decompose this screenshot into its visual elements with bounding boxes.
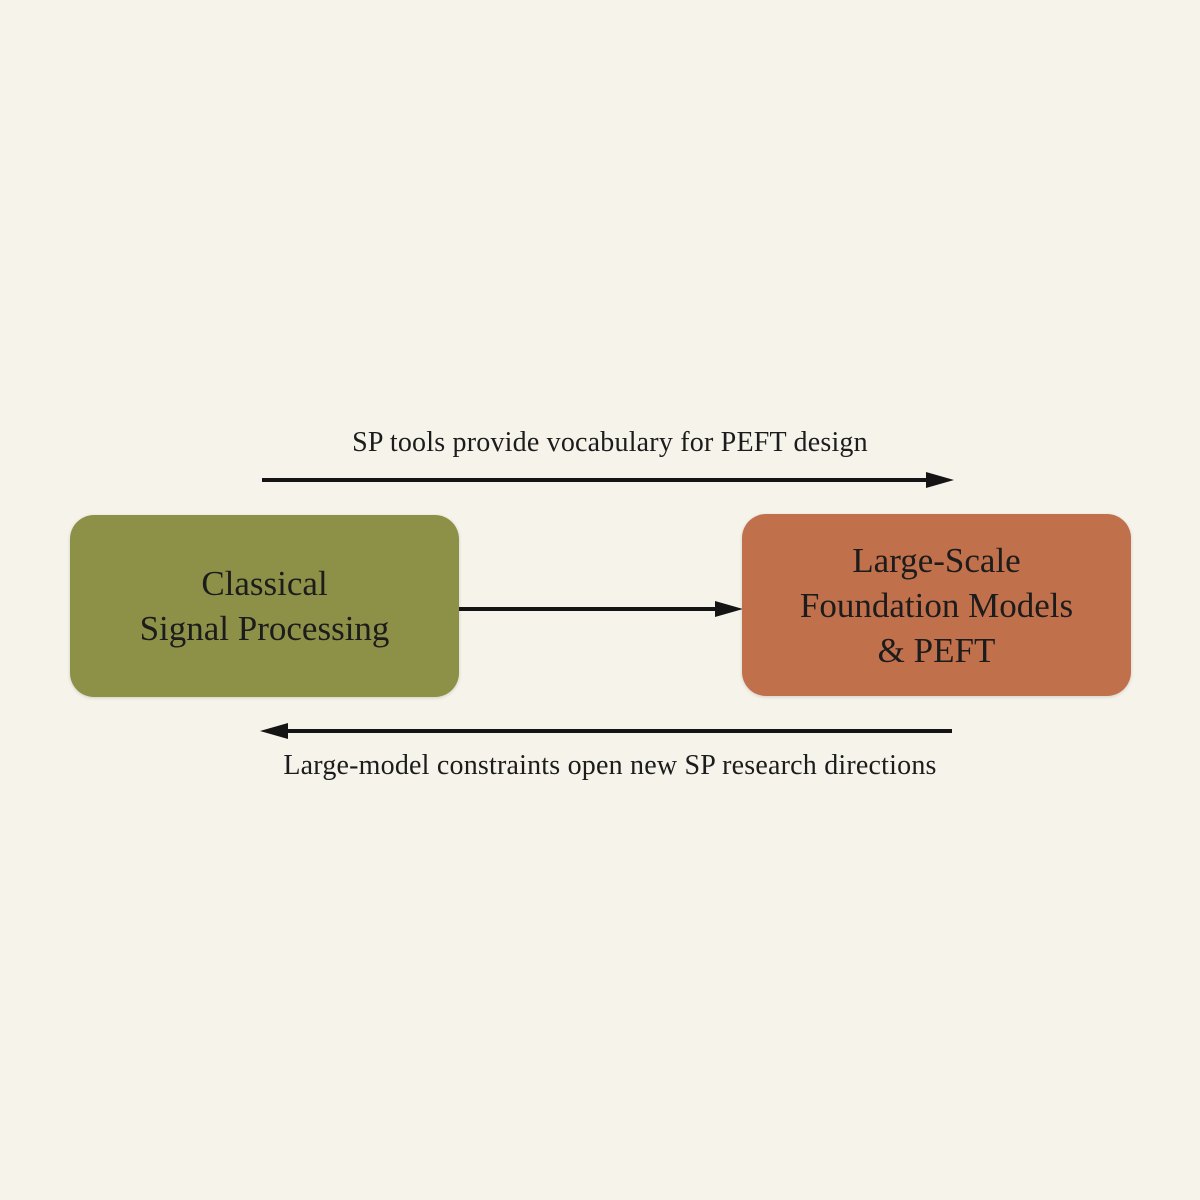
node-foundation-models-peft: Large-Scale Foundation Models & PEFT bbox=[742, 514, 1131, 696]
node-label-line: & PEFT bbox=[877, 630, 996, 670]
bottom-flow-label: Large-model constraints open new SP rese… bbox=[283, 750, 937, 781]
middle-right-arrow bbox=[459, 601, 743, 617]
node-classical-signal-processing: Classical Signal Processing bbox=[70, 515, 459, 697]
node-label-line: Signal Processing bbox=[139, 609, 390, 648]
top-right-arrow bbox=[262, 472, 954, 488]
node-label-line: Foundation Models bbox=[799, 585, 1074, 625]
node-label-line: Large-Scale bbox=[852, 540, 1021, 580]
node-label-line: Classical bbox=[201, 564, 328, 603]
bottom-left-arrow bbox=[260, 723, 952, 739]
top-flow-label: SP tools provide vocabulary for PEFT des… bbox=[352, 427, 868, 458]
